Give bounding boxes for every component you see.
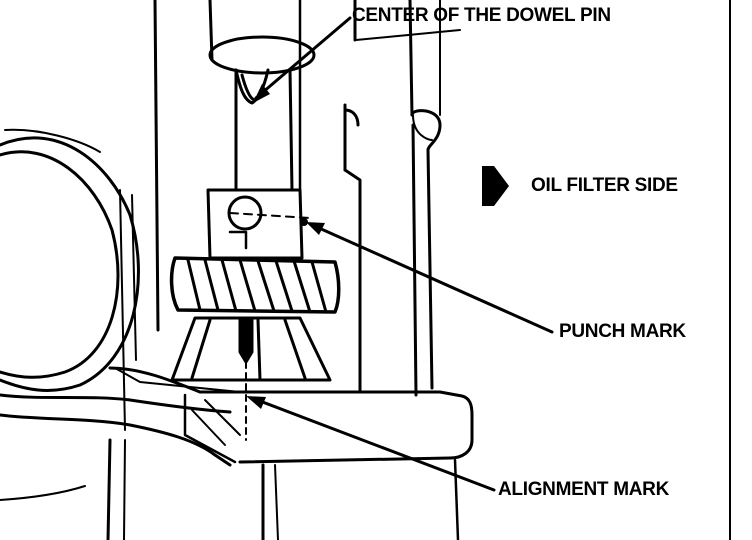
leader-dowel-pin: [254, 16, 352, 100]
bevel-gear: [170, 316, 332, 441]
leader-lines: [250, 16, 554, 492]
lower-support: [106, 438, 460, 540]
label-alignment-mark: ALIGNMENT MARK: [498, 479, 670, 500]
arrowhead-alignment-mark: [246, 396, 266, 409]
label-punch-mark: PUNCH MARK: [559, 321, 686, 342]
leader-alignment-mark: [250, 396, 496, 492]
engine-housing-left: [0, 128, 140, 431]
arrowhead-punch-mark: [306, 222, 325, 235]
helical-gear: [169, 256, 341, 314]
right-arrow-icon: [482, 166, 509, 206]
label-center-of-dowel-pin: CENTER OF THE DOWEL PIN: [352, 5, 611, 26]
label-oil-filter-side: OIL FILTER SIDE: [531, 175, 678, 196]
mounting-flange: [0, 366, 474, 501]
arrowhead-dowel-pin: [253, 84, 270, 103]
leader-punch-mark: [308, 222, 554, 334]
oil-pump-shaft: [208, 35, 316, 192]
drive-gear-body: [206, 188, 311, 260]
cylinder-block-wall: [153, 0, 731, 540]
